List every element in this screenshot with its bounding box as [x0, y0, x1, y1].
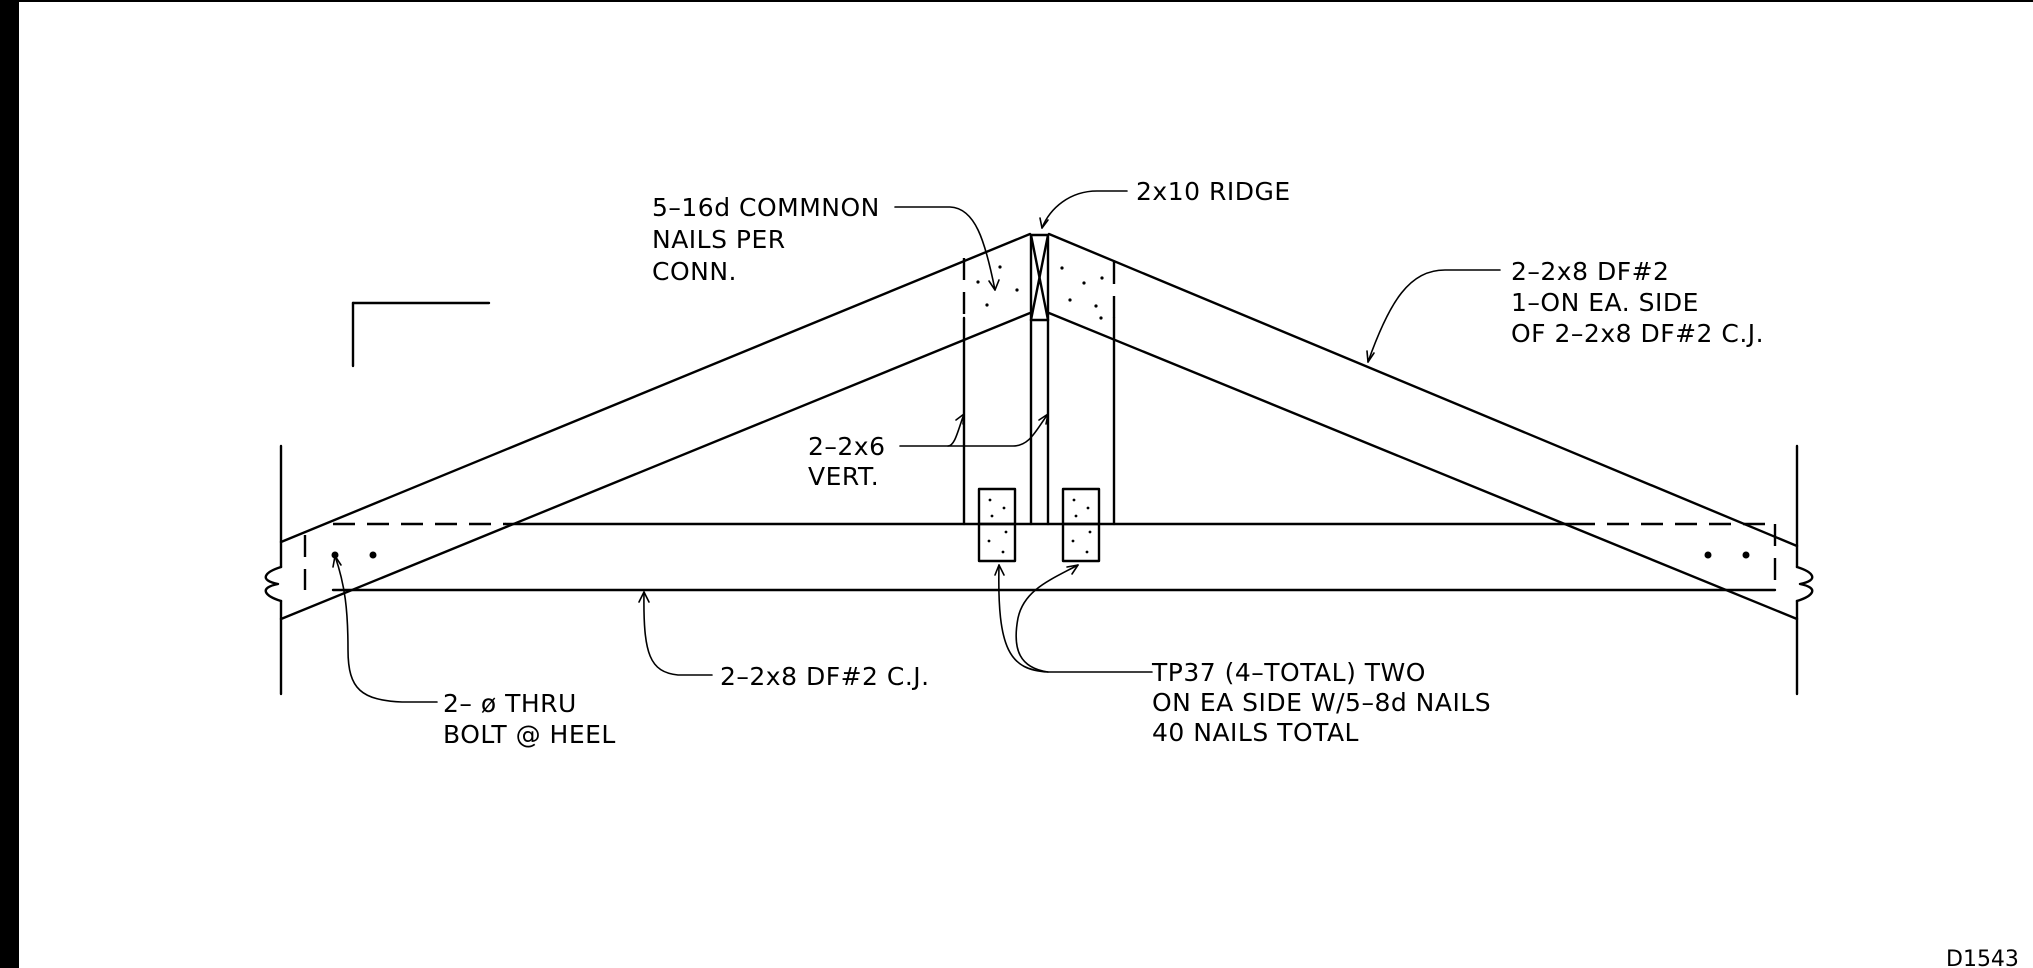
leader-rafters: [1366, 269, 1501, 363]
rafters-label-line-1: 2–2x8 DF#2: [1511, 257, 1669, 286]
vertical-members: [962, 258, 1116, 526]
right-rafter: [1047, 232, 1799, 621]
leader-nails: [894, 206, 1000, 291]
tp37-label-line-3: 40 NAILS TOTAL: [1152, 718, 1359, 747]
leader-tp37: [994, 564, 1153, 673]
leader-ridge: [1039, 190, 1128, 229]
nails-label-line-3: CONN.: [652, 257, 737, 286]
nails-label-line-2: NAILS PER: [652, 225, 786, 254]
tp37-label: TP37 (4–TOTAL) TWO ON EA SIDE W/5–8d NAI…: [1151, 658, 1491, 747]
leader-vert: [899, 413, 1049, 447]
bolt-label-line-2: BOLT @ HEEL: [443, 720, 616, 749]
tp37-plate-right: [1061, 487, 1101, 563]
rafters-label-line-3: OF 2–2x8 DF#2 C.J.: [1511, 319, 1764, 348]
vert-label-line-1: 2–2x6: [808, 432, 886, 461]
left-rafter: [279, 232, 1032, 621]
leader-ceiling-joist: [638, 591, 713, 676]
tp37-plate-left: [977, 487, 1017, 563]
bolt-label: 2– ø THRU BOLT @ HEEL: [443, 689, 616, 749]
tp37-label-line-1: TP37 (4–TOTAL) TWO: [1151, 658, 1426, 687]
gusset-nails: [976, 265, 1104, 320]
heel-bolts: [331, 551, 1750, 559]
corner-mark: [351, 301, 491, 368]
right-wall: [1795, 444, 1814, 696]
rafters-label-line-2: 1–ON EA. SIDE: [1511, 288, 1699, 317]
leader-bolt: [332, 555, 438, 703]
tp37-label-line-2: ON EA SIDE W/5–8d NAILS: [1152, 688, 1491, 717]
ceiling-joist-label: 2–2x8 DF#2 C.J.: [720, 662, 930, 691]
bolt-label-line-1: 2– ø THRU: [443, 689, 577, 718]
ridge-label: 2x10 RIDGE: [1136, 177, 1291, 206]
vert-label-line-2: VERT.: [808, 462, 879, 491]
drawing-code: D1543: [1946, 947, 2019, 968]
nails-label: 5–16d COMMNON NAILS PER CONN.: [652, 193, 880, 286]
ceiling-joist: [303, 522, 1777, 592]
left-wall: [264, 444, 283, 696]
ridge-beam: [1029, 233, 1050, 322]
nails-label-line-1: 5–16d COMMNON: [652, 193, 880, 222]
sheet-border-left: [0, 0, 19, 968]
vert-label: 2–2x6 VERT.: [808, 432, 886, 491]
rafters-label: 2–2x8 DF#2 1–ON EA. SIDE OF 2–2x8 DF#2 C…: [1511, 257, 1764, 348]
